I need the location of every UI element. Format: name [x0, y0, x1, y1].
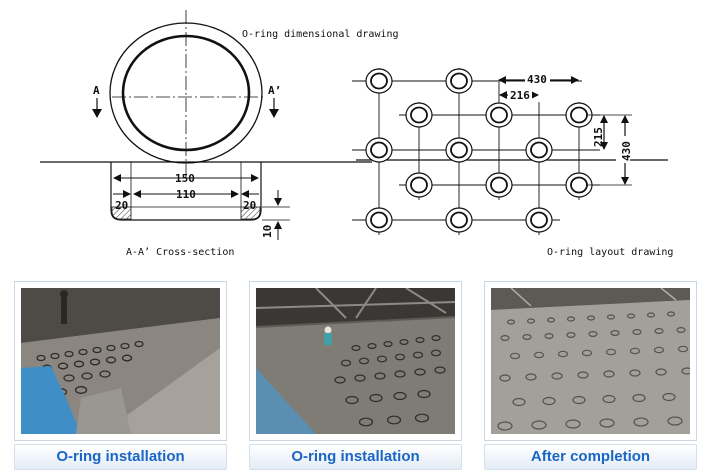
dim-216: 216	[510, 89, 530, 102]
photo-after-completion	[491, 288, 690, 434]
layout-ring	[405, 172, 433, 198]
section-marker-a: A	[92, 84, 102, 118]
dim-110: 110	[176, 188, 196, 201]
layout-drawing-caption: O-ring layout drawing	[547, 247, 673, 258]
dim-430-top: 430	[527, 73, 547, 86]
technical-drawing: O-ring dimensional drawing A A’ 150 110 …	[40, 10, 673, 258]
layout-ring	[485, 172, 513, 198]
layout-ring	[445, 207, 473, 233]
svg-text:A’: A’	[268, 84, 281, 97]
photo-caption-3: After completion	[484, 444, 697, 470]
dim-20-left: 20	[115, 199, 128, 212]
photo-card-3	[484, 281, 697, 441]
photo-oring-installation-2	[256, 288, 455, 434]
oring-top-view	[109, 10, 266, 180]
photo-oring-installation-1	[21, 288, 220, 434]
layout-ring	[485, 102, 513, 128]
layout-ring	[405, 102, 433, 128]
dim-215: 215	[592, 127, 605, 147]
photo-card-2	[249, 281, 462, 441]
layout-ring	[365, 68, 393, 94]
oring-cross-section	[110, 162, 262, 221]
layout-ring	[365, 137, 393, 163]
layout-ring	[525, 137, 553, 163]
photo-caption-1: O-ring installation	[14, 444, 227, 470]
dim-20-right: 20	[243, 199, 256, 212]
dimensional-drawing-title: O-ring dimensional drawing	[242, 29, 399, 40]
dim-430-right: 430	[620, 141, 633, 161]
section-marker-a-prime: A’	[268, 84, 281, 118]
layout-ring	[365, 207, 393, 233]
layout-ring	[445, 68, 473, 94]
svg-text:A: A	[93, 84, 100, 97]
photo-card-1	[14, 281, 227, 441]
dim-150: 150	[175, 172, 195, 185]
dim-10: 10	[261, 225, 274, 238]
layout-ring	[445, 137, 473, 163]
photo-caption-2: O-ring installation	[249, 444, 462, 470]
layout-ring	[525, 207, 553, 233]
layout-rings	[365, 68, 593, 233]
cross-section-caption: A-A’ Cross-section	[126, 247, 234, 258]
